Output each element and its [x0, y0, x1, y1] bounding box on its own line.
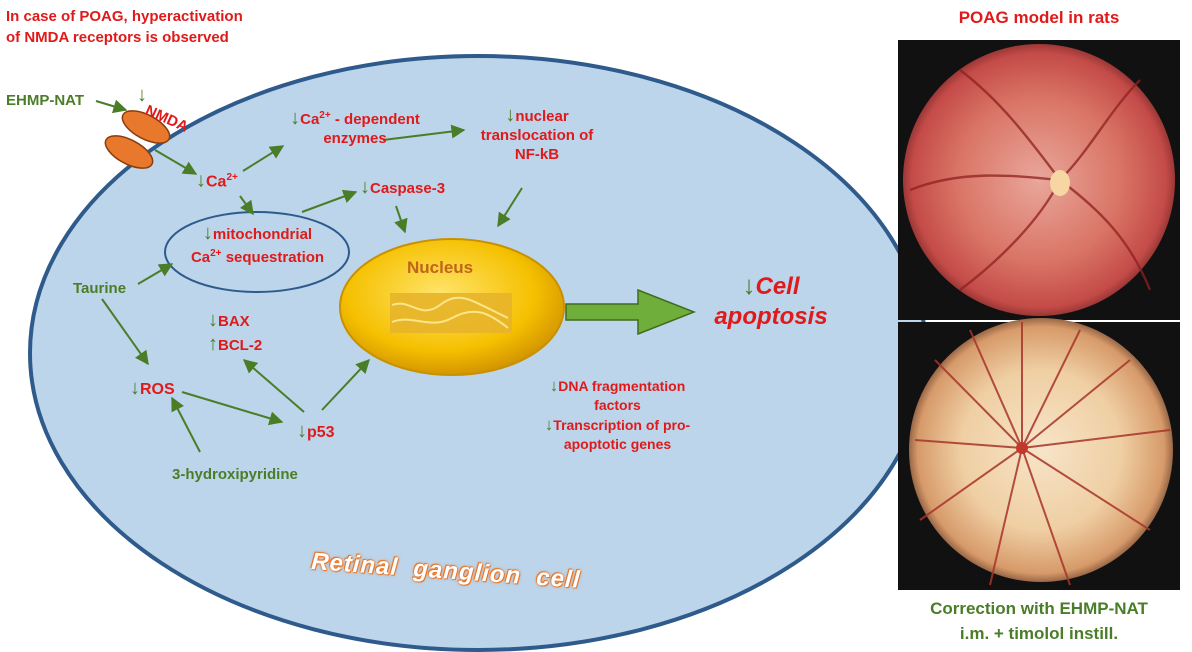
down-arrow-icon: ↓: [196, 169, 206, 192]
mitochondrion-outline: [164, 211, 350, 293]
down-arrow-icon: ↓: [137, 84, 147, 106]
dna-fragmentation-label: ↓DNA fragmentation factors ↓Transcriptio…: [530, 376, 705, 454]
apoptosis-line1: ↓Cell: [706, 270, 836, 302]
ca-dependent-enzymes-label: ↓Ca2+ - dependent enzymes: [275, 106, 435, 148]
dna-line1: ↓DNA fragmentation: [530, 376, 705, 396]
bax-line: ↓BAX: [208, 309, 262, 333]
ca-dep-post: - dependent: [330, 111, 420, 128]
apoptosis-big-arrow: [565, 288, 697, 336]
nuclear-line1: ↓nuclear: [462, 104, 612, 126]
hydroxipyridine-label: 3-hydroxipyridine: [172, 466, 298, 483]
pathway-arrows: [95, 99, 523, 453]
mito-sup: 2+: [210, 248, 222, 259]
mito-line2: Ca2+ sequestration: [175, 244, 340, 267]
dna-line2: factors: [594, 397, 641, 413]
caspase-text: Caspase-3: [370, 180, 446, 197]
poag-model-title: POAG model in rats: [958, 8, 1120, 27]
correction-caption: Correction with EHMP-NAT i.m. + timolol …: [892, 596, 1186, 646]
nmda-label: ↓: [137, 84, 147, 106]
nuclear-line1-text: nuclear: [515, 108, 569, 125]
down-arrow-icon: ↓: [130, 377, 140, 399]
down-arrow-icon: ↓: [202, 222, 213, 244]
correction-caption-line2: i.m. + timolol instill.: [959, 624, 1119, 643]
nuclear-line2: translocation of: [480, 127, 594, 144]
down-arrow-icon: ↓: [544, 415, 554, 434]
down-arrow-icon: ↓: [297, 420, 307, 442]
transcription-line1-text: Transcription of pro-: [553, 417, 691, 433]
fundus-vessels-top: [909, 69, 1152, 291]
correction-caption-line1: Correction with EHMP-NAT: [930, 599, 1148, 618]
p53-text: p53: [307, 424, 335, 441]
nmda-receptor-top: [121, 110, 171, 144]
down-arrow-icon: ↓: [360, 176, 370, 198]
transcription-line1: ↓Transcription of pro-: [530, 415, 705, 435]
fundus-vessels-bottom: [914, 322, 1171, 586]
ros-text: ROS: [140, 381, 175, 398]
ca-text: Ca: [206, 173, 227, 191]
nmda-receptor-bottom: [104, 135, 154, 169]
mito-line2-post: sequestration: [221, 249, 325, 266]
caspase3-label: ↓Caspase-3: [360, 176, 446, 198]
apoptosis-line2: apoptosis: [714, 303, 828, 330]
nucleus-label: Nucleus: [407, 258, 474, 277]
apoptosis-line1-text: Cell: [755, 273, 800, 300]
ca-label: ↓Ca2+: [196, 168, 238, 191]
header-note: In case of POAG, hyperactivation of NMDA…: [6, 6, 243, 48]
nuclear-line3: NF-kB: [514, 146, 560, 163]
down-arrow-icon: ↓: [742, 270, 756, 300]
bcl2-line: ↑BCL-2: [208, 333, 262, 357]
dna-line1-text: DNA fragmentation: [558, 378, 686, 394]
ca-dependent-line1: ↓Ca2+ - dependent: [275, 106, 435, 129]
up-arrow-icon: ↑: [208, 333, 218, 355]
down-arrow-icon: ↓: [505, 104, 516, 126]
ca-sup: 2+: [226, 172, 238, 183]
ca-dep-pre: Ca: [300, 111, 320, 128]
mito-ca: Ca: [190, 249, 211, 266]
down-arrow-icon: ↓: [549, 376, 559, 395]
down-arrow-icon: ↓: [290, 107, 301, 129]
taurine-label: Taurine: [73, 280, 127, 297]
mito-line1-text: mitochondrial: [212, 226, 313, 243]
ros-label: ↓ROS: [130, 377, 175, 399]
p53-label: ↓p53: [297, 420, 335, 442]
header-note-line1: In case of POAG, hyperactivation: [6, 8, 243, 25]
mitochondrial-label: ↓mitochondrial Ca2+ sequestration: [175, 222, 340, 267]
bax-bcl2-label: ↓BAX ↑BCL-2: [208, 309, 262, 357]
ehmp-nat-label: EHMP-NAT: [6, 92, 85, 109]
header-note-line2: of NMDA receptors is observed: [6, 29, 229, 46]
ca-dep-sup: 2+: [319, 110, 331, 121]
nfkb-translocation-label: ↓nuclear translocation of NF-kB: [462, 104, 612, 164]
ca-dependent-line2: enzymes: [323, 130, 387, 147]
mito-line1: ↓mitochondrial: [175, 222, 340, 244]
cell-apoptosis-label: ↓Cell apoptosis: [706, 270, 836, 332]
bcl2-text: BCL-2: [218, 337, 263, 354]
down-arrow-icon: ↓: [208, 309, 218, 331]
bax-text: BAX: [218, 313, 250, 330]
transcription-line2: apoptotic genes: [563, 436, 672, 452]
